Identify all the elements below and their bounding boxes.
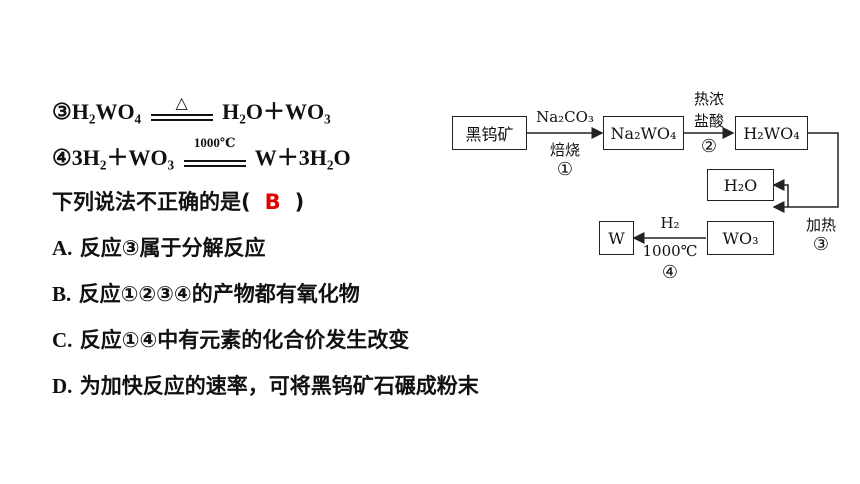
option-text: 反应①②③④的产物都有氧化物 (78, 282, 360, 306)
heat-triangle-icon: △ (175, 94, 188, 112)
option-text: 反应③属于分解反应 (79, 236, 266, 260)
temperature-label: 1000℃ (193, 134, 236, 150)
step-2-reagent-line2: 盐酸 (693, 112, 724, 130)
option-a: A. 反应③属于分解反应 (52, 232, 266, 262)
step-3-condition: 加热 (796, 214, 846, 235)
option-text: 为加快反应的速率，可将黑钨矿石碾成粉末 (79, 374, 479, 398)
option-b: B. 反应①②③④的产物都有氧化物 (52, 278, 360, 308)
temperature-condition-sign: 1000℃ (183, 135, 246, 171)
box-black-tungsten-ore: 黑钨矿 (452, 116, 527, 150)
step-4-reagent: H₂ (660, 214, 680, 232)
step-1-condition: 焙烧 (549, 141, 580, 159)
option-letter: A. (52, 236, 73, 260)
equation-3-lhs: H₂WO₄ (71, 99, 142, 124)
question-suffix: ) (294, 190, 305, 214)
box-wo3: WO₃ (707, 221, 774, 255)
option-letter: C. (52, 328, 73, 352)
heat-condition-sign: △ (150, 95, 213, 125)
arrow-3-h2o (772, 179, 789, 207)
equation-3-number: ③ (52, 99, 72, 124)
step-2-reagent-line1: 热浓 (693, 90, 724, 108)
arrow-3-path (772, 132, 839, 213)
box-h2wo4: H₂WO₄ (735, 116, 808, 150)
question-stem: 下列说法不正确的是( B) (52, 186, 304, 216)
box-na2wo4: Na₂WO₄ (603, 116, 684, 150)
option-letter: D. (52, 374, 73, 398)
box-h2o: H₂O (707, 169, 774, 201)
answer-mark: B (264, 190, 281, 214)
box-w: W (599, 221, 634, 255)
equation-4: ④3H₂＋WO₃ 1000℃ W＋3H₂O (52, 135, 351, 172)
step-1-reagent: Na₂CO₃ (536, 108, 594, 126)
question-prefix: 下列说法不正确的是( (52, 190, 251, 214)
option-letter: B. (52, 282, 72, 306)
equation-4-number: ④ (52, 145, 72, 170)
step-3-number: ③ (812, 234, 830, 255)
equation-4-rhs: W＋3H₂O (254, 145, 351, 170)
option-d: D. 为加快反应的速率，可将黑钨矿石碾成粉末 (52, 370, 479, 400)
equation-4-lhs: 3H₂＋WO₃ (71, 145, 175, 170)
equation-3-rhs: H₂O＋WO₃ (222, 99, 331, 124)
option-text: 反应①④中有元素的化合价发生改变 (79, 328, 410, 352)
option-c: C. 反应①④中有元素的化合价发生改变 (52, 324, 409, 354)
step-2-number: ② (700, 136, 718, 157)
equation-3: ③H₂WO₄ △ H₂O＋WO₃ (52, 94, 331, 126)
step-1-number: ① (556, 159, 574, 180)
step-4-number: ④ (661, 262, 679, 283)
step-4-condition: 1000℃ (642, 242, 698, 260)
